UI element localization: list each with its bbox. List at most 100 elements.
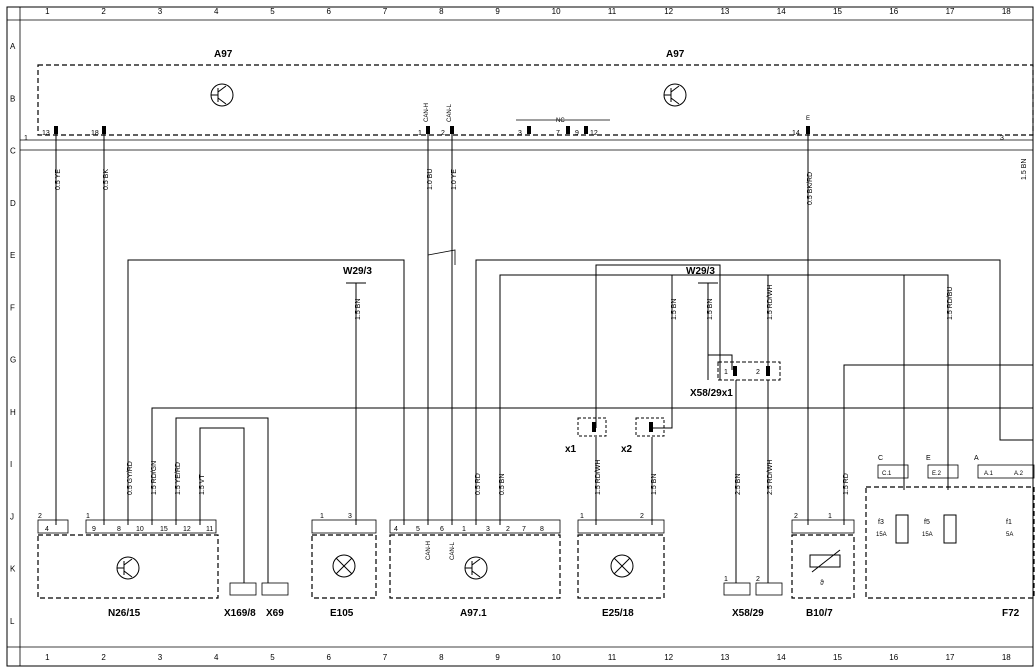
fuse-f5: f5 <box>924 519 930 526</box>
pin-13: 13 <box>42 130 50 137</box>
fuse-group-c: C <box>878 455 883 462</box>
pin: 2 <box>640 513 644 520</box>
column-marker: 11 <box>608 653 617 662</box>
column-marker: 8 <box>439 653 444 662</box>
pin: 2 <box>38 513 42 520</box>
fuse-f3-rating: 15A <box>876 532 887 538</box>
column-marker: 10 <box>552 7 561 16</box>
wire-label: 1.5 RD/WH <box>767 285 774 320</box>
fuse-group-e: E <box>926 455 931 462</box>
wire-label: 1.5 RD/BU <box>947 287 954 320</box>
left-pin-label: 1 <box>24 135 28 142</box>
pin-3-right: 3 <box>1000 135 1004 142</box>
wire-label: 0.5 BK <box>103 169 110 190</box>
column-marker: 2 <box>101 7 106 16</box>
right-edge-wire: 1.5 BN <box>1021 159 1028 180</box>
can-l-label: CAN-L <box>447 103 453 122</box>
pin: 8 <box>117 526 121 533</box>
pin-3-top: 3 <box>518 130 522 137</box>
column-marker: 12 <box>664 653 673 662</box>
e25-18-label: E25/18 <box>602 608 634 619</box>
wire-label: 1.5 RD/GN <box>151 461 158 495</box>
module-a97-box <box>37 64 1034 136</box>
column-marker: 1 <box>45 7 50 16</box>
n26-15-label: N26/15 <box>108 608 141 619</box>
pin-18: 18 <box>91 130 99 137</box>
fuse-group-a: A <box>974 455 979 462</box>
b10-7-box <box>791 534 855 599</box>
pin: 1 <box>86 513 90 520</box>
a97-1-label: A97.1 <box>460 608 487 619</box>
fuse-f1: f1 <box>1006 519 1012 526</box>
lamp-icon <box>610 554 634 578</box>
can-h-bottom: CAN-H <box>426 541 432 560</box>
wire-label: 0.5 RD <box>475 473 482 495</box>
transistor-icon <box>464 556 488 580</box>
fuse-pin: A.2 <box>1014 471 1024 477</box>
f72-label: F72 <box>1002 608 1020 619</box>
e105-box <box>311 534 377 599</box>
row-marker: D <box>10 199 16 208</box>
wire-label: 1.5 BN <box>651 474 658 495</box>
row-marker: E <box>10 251 15 260</box>
wire-label: 1.0 BU <box>427 169 434 190</box>
column-marker: 2 <box>101 653 106 662</box>
column-marker: 18 <box>1002 7 1011 16</box>
pin: 7 <box>522 526 526 533</box>
pin-14-top: 14 <box>792 130 800 137</box>
pin: 2 <box>506 526 510 533</box>
fuse-pin: E.2 <box>932 471 942 477</box>
lamp-icon <box>332 554 356 578</box>
row-marker: I <box>10 460 12 469</box>
a97-1-box <box>389 534 561 599</box>
wire-label: 1.5 BN <box>671 299 678 320</box>
w29-3-label-b: W29/3 <box>686 266 715 277</box>
column-marker: 4 <box>214 653 219 662</box>
column-marker: 16 <box>889 7 898 16</box>
pin: 3 <box>348 513 352 520</box>
column-marker: 17 <box>946 7 955 16</box>
pin: 15 <box>160 526 168 533</box>
x2-label: x2 <box>621 444 633 455</box>
wire-label: 1.5 YE/RD <box>175 462 182 495</box>
column-marker: 17 <box>946 653 955 662</box>
pin: 1 <box>828 513 832 520</box>
wire-label: 1.5 RD <box>843 473 850 495</box>
fuse-pin: C.1 <box>882 471 892 477</box>
pin: 4 <box>394 526 398 533</box>
column-marker: 9 <box>495 7 500 16</box>
column-marker: 13 <box>720 653 729 662</box>
can-h-label: CAN-H <box>424 103 430 122</box>
f72-box <box>865 486 1035 599</box>
pin: 1 <box>724 576 728 583</box>
pin: 5 <box>416 526 420 533</box>
pin-2-top: 2 <box>441 130 445 137</box>
column-marker: 18 <box>1002 653 1011 662</box>
row-marker: F <box>10 303 15 312</box>
n26-15-box <box>37 534 219 599</box>
column-marker: 15 <box>833 7 842 16</box>
pin: 2 <box>794 513 798 520</box>
pin: 4 <box>45 526 49 533</box>
nc-label: NC <box>556 118 565 124</box>
row-marker: C <box>10 147 16 156</box>
pin: 6 <box>440 526 444 533</box>
e-label: E <box>806 116 810 122</box>
column-marker: 8 <box>439 7 444 16</box>
column-marker: 9 <box>495 653 500 662</box>
wire-label: 0.5 GY/RD <box>127 461 134 495</box>
pin: 11 <box>206 526 213 533</box>
column-marker: 7 <box>383 7 388 16</box>
column-marker: 13 <box>720 7 729 16</box>
transistor-icon <box>663 83 687 107</box>
pin-7-top: 7 <box>556 130 560 137</box>
module-a97-left-label: A97 <box>214 49 233 60</box>
sensor-icon: ϑ <box>809 549 841 587</box>
wire-label: 2.5 RD/WH <box>767 460 774 495</box>
row-marker: H <box>10 408 16 417</box>
pin: 1 <box>580 513 584 520</box>
row-marker: B <box>10 94 15 103</box>
row-marker: G <box>10 356 16 365</box>
